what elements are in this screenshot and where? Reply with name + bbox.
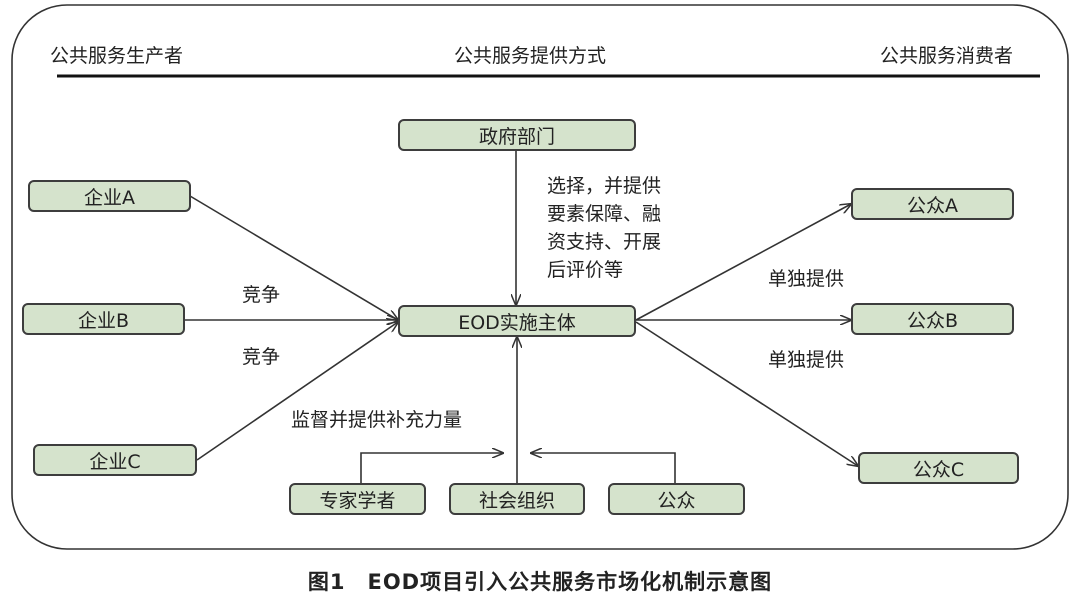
node-company-a: 企业A (28, 180, 191, 212)
label-gov-role-line-4: 后评价等 (547, 259, 624, 281)
arrow-company-a-to-eod (189, 195, 398, 320)
node-company-b: 企业B (22, 303, 185, 335)
arrow-public-feed (531, 453, 676, 483)
node-company-c: 企业C (33, 444, 197, 476)
node-government: 政府部门 (398, 119, 636, 151)
label-provide-1: 单独提供 (768, 268, 845, 290)
arrow-experts-feed (360, 453, 503, 483)
header-provision: 公共服务提供方式 (454, 45, 607, 67)
label-gov-role-line-1: 选择，并提供 (547, 175, 662, 197)
header-consumers: 公共服务消费者 (880, 45, 1014, 67)
node-eod-entity: EOD实施主体 (398, 305, 636, 337)
node-public-a: 公众A (851, 188, 1014, 220)
label-gov-role-line-2: 要素保障、融 (547, 203, 662, 225)
outer-frame (11, 4, 1069, 550)
node-public: 公众 (608, 483, 745, 515)
node-social-org: 社会组织 (449, 483, 585, 515)
node-experts: 专家学者 (289, 483, 426, 515)
arrow-company-c-to-eod (196, 322, 398, 461)
node-public-c: 公众C (858, 452, 1019, 484)
label-provide-2: 单独提供 (768, 349, 845, 371)
node-public-b: 公众B (851, 303, 1014, 335)
figure-caption: 图1 EOD项目引入公共服务市场化机制示意图 (307, 570, 773, 594)
label-compete-2: 竞争 (242, 346, 281, 368)
label-supervise: 监督并提供补充力量 (291, 409, 463, 431)
arrow-eod-to-public-c (635, 321, 858, 466)
label-gov-role-line-3: 资支持、开展 (547, 231, 662, 253)
label-compete-1: 竞争 (242, 284, 281, 306)
arrow-eod-to-public-a (635, 204, 851, 321)
header-producers: 公共服务生产者 (50, 45, 184, 67)
